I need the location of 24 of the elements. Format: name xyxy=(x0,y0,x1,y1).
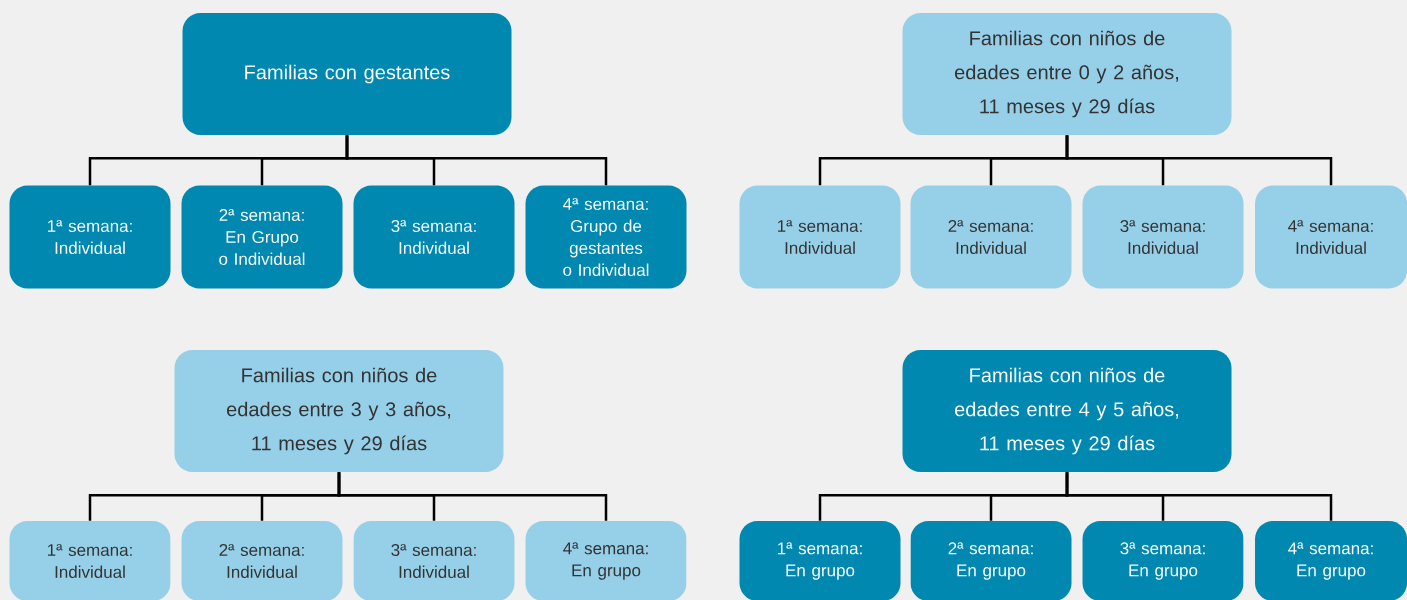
week-box: 3ª semana: Individual xyxy=(353,185,515,289)
week-box: 3ª semana: Individual xyxy=(1082,185,1244,289)
connector-line xyxy=(337,472,608,521)
family-box: Familias con niños de edades entre 4 y 5 años, 11 meses y 29 días xyxy=(902,350,1232,472)
week-box: 4ª semana: Individual xyxy=(1255,185,1407,289)
week-box: 3ª semana: En grupo xyxy=(1082,521,1244,600)
family-box: Familias con niños de edades entre 0 y 2 años, 11 meses y 29 días xyxy=(902,13,1232,135)
week-box: 1ª semana: Individual xyxy=(9,521,171,600)
week-box: 4ª semana: Grupo de gestantes o Individual xyxy=(525,185,687,289)
week-box: 1ª semana: En grupo xyxy=(739,521,901,600)
week-box: 3ª semana: Individual xyxy=(353,521,515,600)
week-box: 4ª semana: En grupo xyxy=(525,521,687,600)
week-box: 2ª semana: En Grupo o Individual xyxy=(181,185,343,289)
week-box: 4ª semana: En grupo xyxy=(1255,521,1407,600)
connector-line xyxy=(1065,135,1333,186)
week-box: 2ª semana: Individual xyxy=(181,521,343,600)
connector-line xyxy=(1065,472,1333,521)
week-box: 2ª semana: En grupo xyxy=(910,521,1072,600)
week-box: 1ª semana: Individual xyxy=(9,185,171,289)
connector-line xyxy=(345,135,608,186)
family-box: Familias con niños de edades entre 3 y 3 años, 11 meses y 29 días xyxy=(174,350,504,472)
week-box: 1ª semana: Individual xyxy=(739,185,901,289)
week-box: 2ª semana: Individual xyxy=(910,185,1072,289)
family-box: Familias con gestantes xyxy=(182,13,512,135)
